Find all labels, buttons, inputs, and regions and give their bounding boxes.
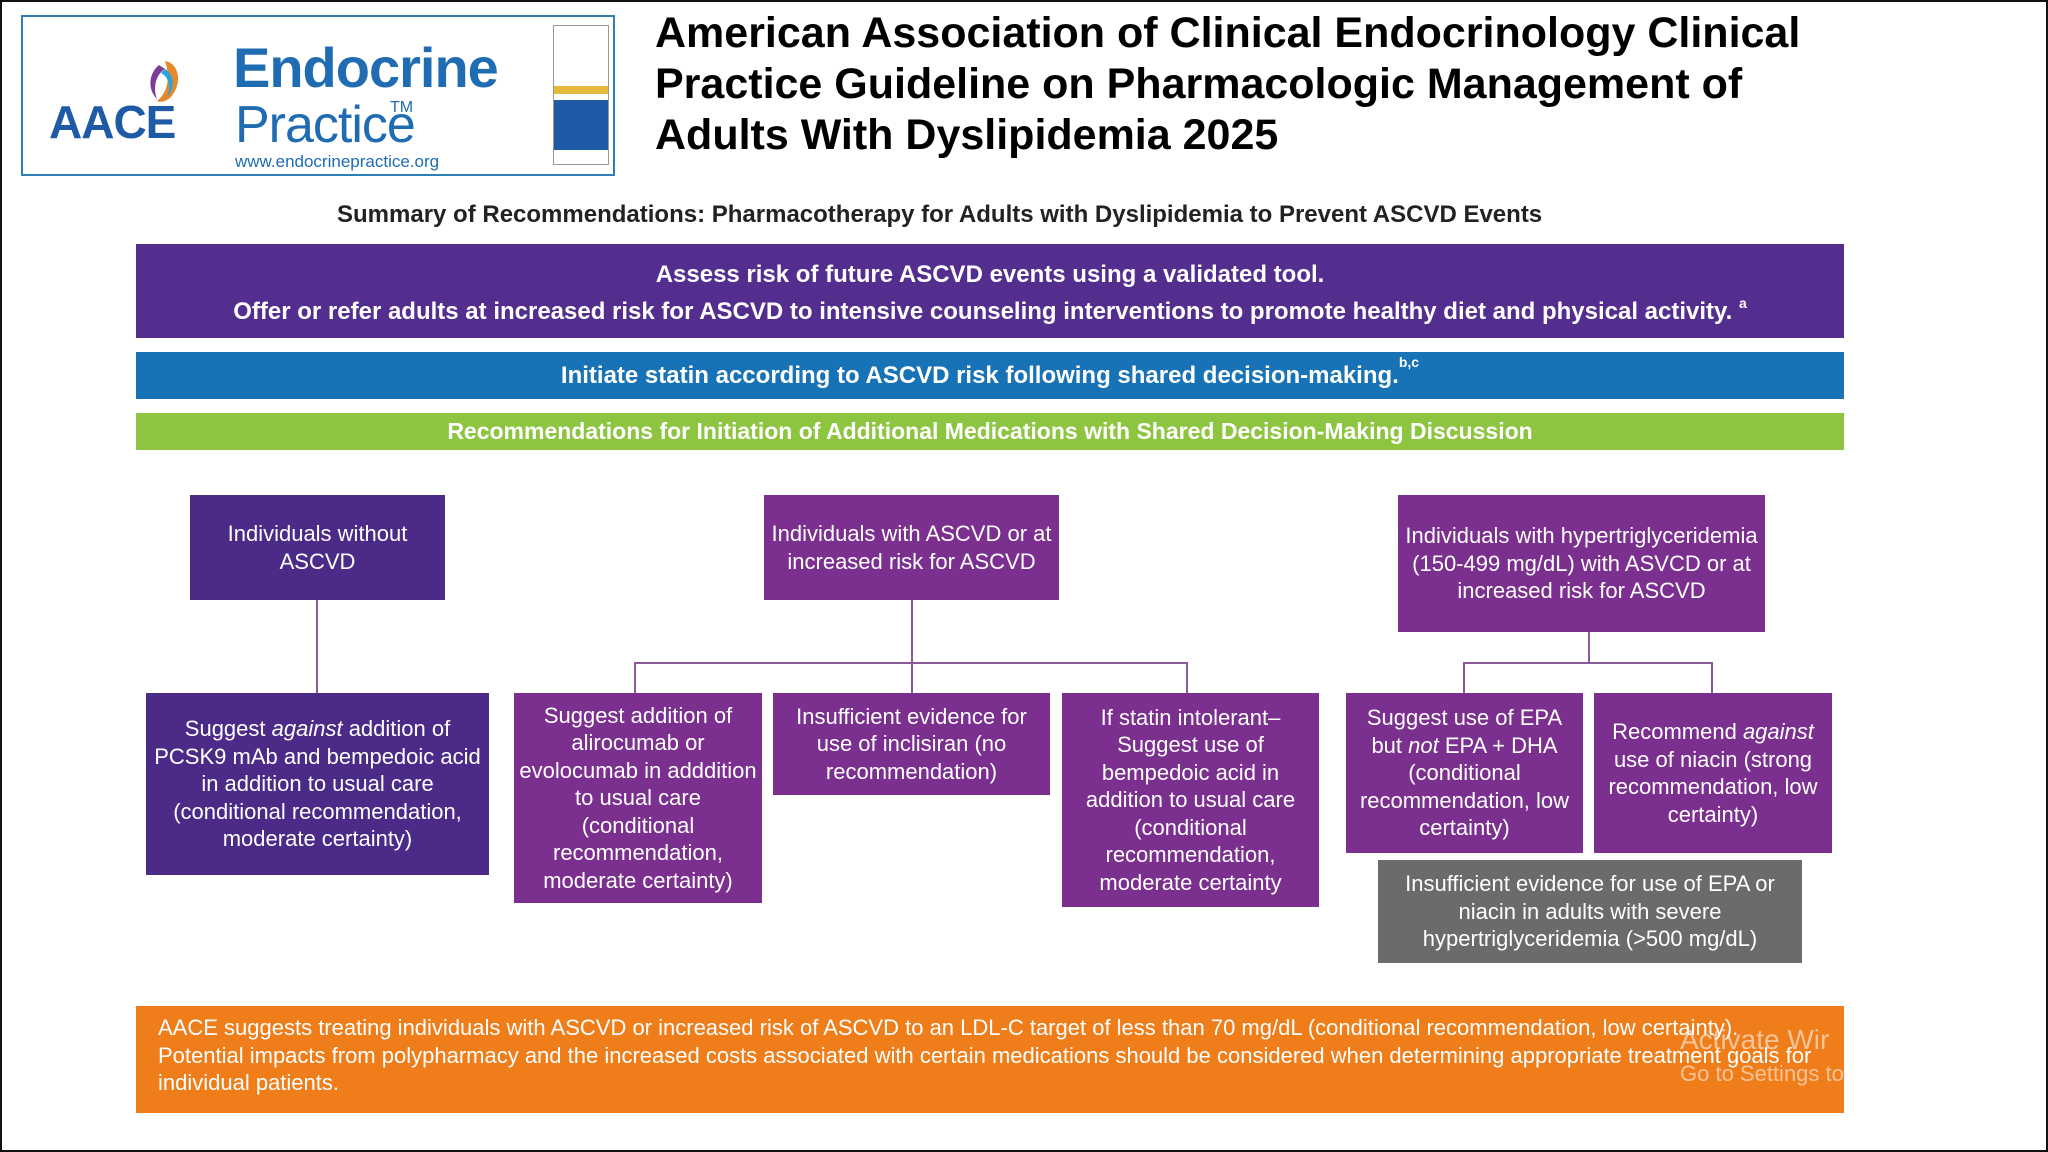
recommendation-epa: Suggest use of EPA but not EPA + DHA (co… bbox=[1346, 693, 1583, 853]
footer-text: AACE suggests treating individuals with … bbox=[158, 1015, 1812, 1095]
additional-medications-band: Recommendations for Initiation of Additi… bbox=[136, 413, 1844, 450]
assess-risk-line1: Assess risk of future ASCVD events using… bbox=[655, 261, 1325, 288]
connector-with-right bbox=[1186, 662, 1188, 693]
aace-logo-icon bbox=[150, 61, 179, 102]
additional-medications-text: Recommendations for Initiation of Additi… bbox=[447, 418, 1533, 444]
trademark-symbol: TM bbox=[390, 99, 414, 116]
assess-risk-line2: Offer or refer adults at increased risk … bbox=[233, 295, 1747, 325]
watermark-line2: Go to Settings to bbox=[1680, 1061, 1844, 1086]
hypertriglyceridemia-header: Individuals with hypertriglyceridemia (1… bbox=[1398, 495, 1765, 632]
recommendation-against-niacin: Recommend against use of niacin (strong … bbox=[1594, 693, 1832, 853]
connector-without bbox=[316, 600, 318, 693]
connector-with-trunk bbox=[911, 600, 913, 663]
diagram-subtitle: Summary of Recommendations: Pharmacother… bbox=[337, 201, 1543, 228]
recommendation-alirocumab-evolocumab: Suggest addition of alirocumab or evoloc… bbox=[514, 693, 762, 903]
connector-with-left bbox=[634, 662, 636, 693]
journal-logo-banner: AACE Endocrine Practice TM www.endocrine… bbox=[21, 15, 615, 176]
initiate-statin-band: Initiate statin according to ASCVD risk … bbox=[136, 352, 1844, 399]
page-title: American Association of Clinical Endocri… bbox=[655, 9, 1801, 159]
without-ascvd-header: Individuals without ASCVD bbox=[190, 495, 445, 600]
footnote-bc: b,c bbox=[1398, 354, 1420, 370]
watermark-line1: Activate Wir bbox=[1680, 1024, 1830, 1055]
initiate-statin-text: Initiate statin according to ASCVD risk … bbox=[560, 362, 1399, 389]
assess-risk-band: Assess risk of future ASCVD events using… bbox=[136, 244, 1844, 338]
connector-htg-branch bbox=[1463, 662, 1713, 664]
journal-name-endocrine: Endocrine bbox=[233, 36, 499, 99]
journal-name-practice: Practice bbox=[235, 96, 416, 154]
os-activation-watermark: Activate Wir Go to Settings to bbox=[1680, 1023, 1844, 1091]
recommendation-bempedoic-acid: If statin intolerant– Suggest use of bem… bbox=[1062, 693, 1319, 907]
journal-cover-image bbox=[553, 25, 609, 165]
connector-with-mid bbox=[911, 662, 913, 693]
insufficient-evidence-severe-htg: Insufficient evidence for use of EPA or … bbox=[1378, 860, 1802, 963]
connector-htg-right bbox=[1711, 662, 1713, 693]
connector-htg-trunk bbox=[1588, 632, 1590, 663]
recommendation-inclisiran: Insufficient evidence for use of inclisi… bbox=[773, 693, 1050, 795]
recommendation-against-pcsk9: Suggest against addition of PCSK9 mAb an… bbox=[146, 693, 489, 875]
journal-url: www.endocrinepractice.org bbox=[235, 152, 440, 171]
ldl-target-footer: AACE suggests treating individuals with … bbox=[136, 1006, 1844, 1113]
connector-htg-left bbox=[1463, 662, 1465, 693]
footnote-a: a bbox=[1738, 295, 1747, 311]
aace-logo-text: AACE bbox=[49, 96, 176, 148]
with-ascvd-header: Individuals with ASCVD or at increased r… bbox=[764, 495, 1059, 600]
